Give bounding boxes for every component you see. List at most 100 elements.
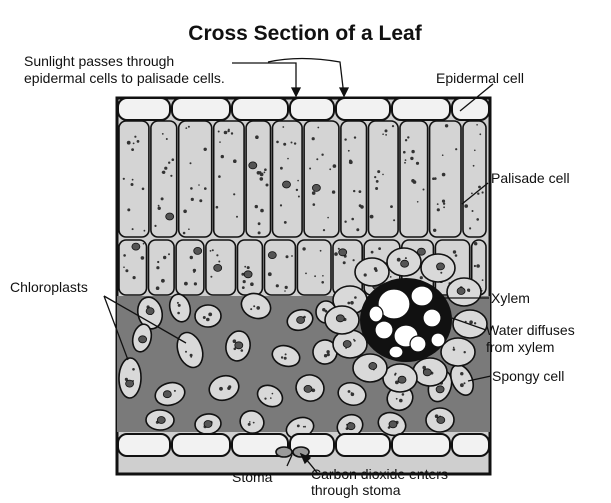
- cell-granule: [218, 261, 220, 263]
- cell-granule: [442, 154, 444, 156]
- cell-granule: [351, 392, 353, 394]
- chloroplast: [437, 263, 445, 270]
- palisade-cell: [273, 121, 303, 237]
- cell-granule: [334, 252, 338, 256]
- cell-granule: [326, 350, 329, 353]
- cell-granule: [360, 205, 364, 209]
- cell-granule: [469, 320, 473, 324]
- cell-granule: [385, 134, 387, 136]
- cell-granule: [132, 368, 135, 371]
- cell-granule: [191, 198, 194, 201]
- cell-granule: [291, 142, 293, 144]
- cell-granule: [476, 264, 480, 268]
- cell-granule: [284, 221, 287, 224]
- cell-granule: [143, 243, 145, 245]
- cell-granule: [212, 249, 214, 251]
- cell-granule: [432, 177, 435, 180]
- cell-granule: [125, 269, 128, 272]
- cell-granule: [464, 351, 466, 353]
- cell-granule: [333, 164, 337, 168]
- palisade-cell: [265, 240, 296, 295]
- cell-granule: [233, 193, 235, 195]
- palisade-cell: [297, 240, 331, 295]
- xylem-vessel: [410, 336, 426, 352]
- cell-granule: [166, 138, 168, 140]
- cell-granule: [304, 426, 306, 428]
- epidermal-cell: [172, 98, 230, 120]
- epidermal-cell: [336, 98, 390, 120]
- spongy-cell: [119, 358, 142, 398]
- cell-granule: [276, 141, 279, 144]
- cell-granule: [281, 356, 283, 358]
- cell-granule: [227, 130, 229, 132]
- cell-granule: [264, 172, 266, 174]
- cell-granule: [236, 216, 238, 218]
- sunlight-arrowhead-2: [340, 88, 348, 96]
- upper-epidermis: [118, 98, 489, 120]
- chloroplast: [343, 341, 351, 348]
- cell-granule: [479, 133, 481, 135]
- epidermal-cell: [118, 434, 170, 456]
- cell-granule: [266, 184, 269, 187]
- xylem-vessel: [423, 309, 441, 327]
- cell-granule: [411, 150, 414, 153]
- cell-granule: [350, 301, 354, 305]
- cell-granule: [162, 171, 164, 173]
- chloroplast: [126, 380, 134, 387]
- chloroplast: [268, 252, 276, 259]
- chloroplast: [336, 315, 344, 322]
- cell-granule: [356, 228, 359, 231]
- cell-granule: [244, 266, 246, 268]
- cell-granule: [338, 248, 340, 250]
- cell-granule: [442, 200, 445, 203]
- epidermal-cell: [392, 434, 450, 456]
- xylem-vessel: [375, 321, 393, 339]
- cell-granule: [247, 266, 250, 269]
- sunlight-label-line2: epidermal cells to palisade cells.: [24, 70, 225, 86]
- palisade-cell: [151, 121, 177, 237]
- cell-granule: [264, 398, 266, 400]
- epidermal-cell: [172, 434, 230, 456]
- cell-granule: [250, 282, 254, 286]
- cell-granule: [286, 255, 289, 258]
- cell-granule: [375, 187, 378, 190]
- cell-granule: [374, 176, 376, 178]
- cell-granule: [309, 168, 311, 170]
- cell-granule: [276, 284, 279, 287]
- spongy-label: Spongy cell: [492, 368, 564, 384]
- cell-granule: [233, 159, 237, 163]
- stoma-label: Stoma: [232, 469, 273, 485]
- cell-granule: [344, 221, 346, 223]
- cell-granule: [423, 189, 425, 191]
- chloroplast: [163, 391, 171, 398]
- cell-granule: [354, 296, 357, 299]
- cell-granule: [321, 281, 324, 284]
- palisade-label: Palisade cell: [491, 170, 570, 186]
- cell-granule: [127, 208, 130, 211]
- cell-granule: [227, 387, 230, 390]
- cell-granule: [127, 141, 131, 145]
- cell-granule: [297, 180, 299, 182]
- cell-granule: [219, 387, 223, 391]
- chloroplast: [157, 417, 165, 424]
- cell-granule: [327, 217, 329, 219]
- epidermal-cell: [452, 98, 489, 120]
- cell-granule: [257, 171, 261, 175]
- cell-granule: [260, 173, 264, 177]
- cell-granule: [437, 208, 440, 211]
- cell-granule: [382, 174, 384, 176]
- chloroplast: [297, 317, 305, 324]
- palisade-cell: [304, 121, 339, 237]
- palisade-cell: [246, 121, 270, 237]
- cell-granule: [256, 306, 260, 310]
- cell-granule: [198, 184, 200, 186]
- epidermal-label: Epidermal cell: [436, 70, 524, 86]
- diagram-title: Cross Section of a Leaf: [188, 22, 422, 45]
- cell-granule: [359, 190, 362, 193]
- palisade-cell: [149, 240, 175, 295]
- cell-granule: [258, 222, 261, 225]
- chloroplasts-label: Chloroplasts: [10, 279, 88, 295]
- cell-granule: [268, 272, 272, 276]
- cell-granule: [204, 187, 207, 190]
- cell-granule: [364, 273, 367, 276]
